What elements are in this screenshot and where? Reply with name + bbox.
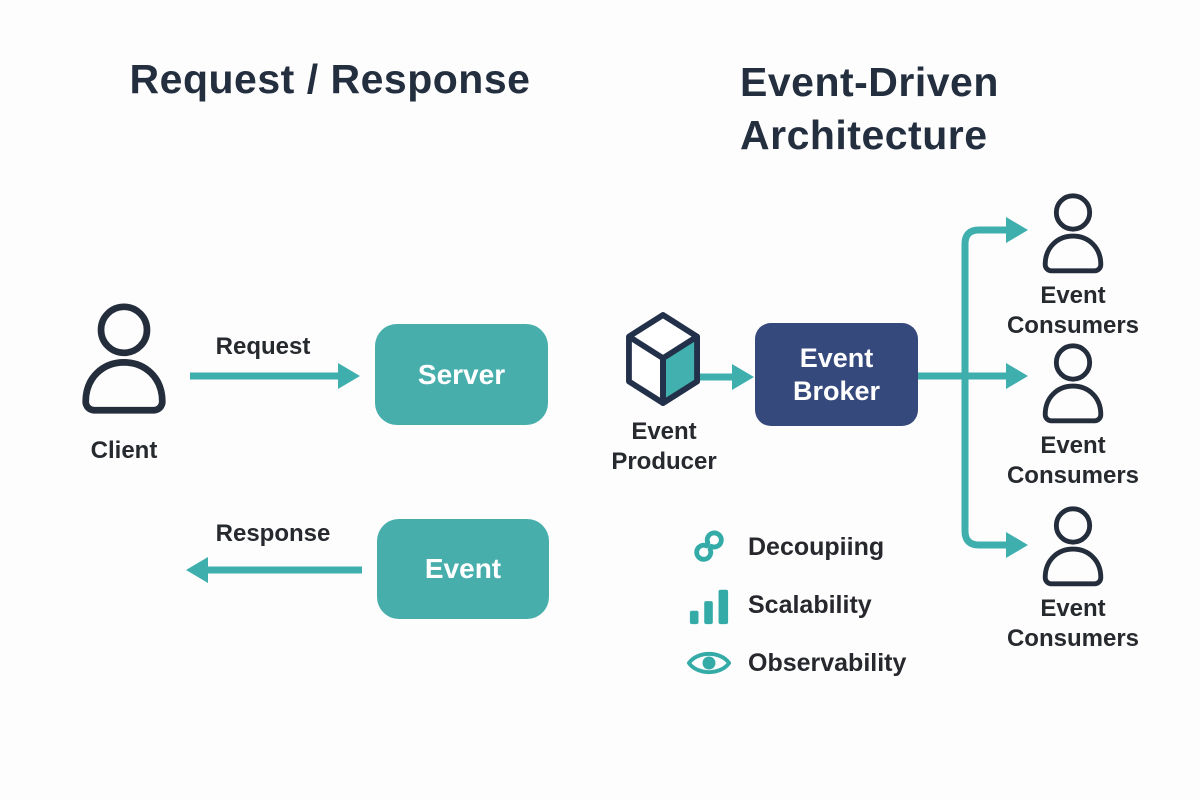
title-request-response: Request / Response <box>129 56 531 102</box>
feature-scalability: Scalability <box>686 582 906 628</box>
client-person-icon <box>76 303 172 416</box>
person-icon <box>1038 506 1108 588</box>
feature-observability: Observability <box>686 640 906 686</box>
event-producer-label-line1: Event <box>631 418 697 445</box>
event-consumer-top: Event Consumers <box>973 193 1173 341</box>
title-event-driven: Event-Driven Architecture <box>740 56 999 162</box>
consumer-label-line2: Consumers <box>1006 625 1140 652</box>
event-broker-label-line2: Broker <box>792 375 881 406</box>
bar-chart-icon <box>686 585 732 625</box>
server-box: Server <box>375 324 548 425</box>
event-consumer-label: Event Consumers <box>1007 594 1139 654</box>
eye-icon <box>686 645 732 681</box>
title-event-driven-line1: Event-Driven <box>740 59 999 105</box>
person-icon <box>1038 343 1108 425</box>
event-consumer-label: Event Consumers <box>1007 281 1139 341</box>
feature-decoupling: Decoupiing <box>686 524 906 570</box>
event-box: Event <box>377 519 549 619</box>
response-arrowhead <box>186 557 208 583</box>
feature-label: Decoupiing <box>748 532 885 561</box>
event-consumer-bottom: Event Consumers <box>973 506 1173 654</box>
request-arrow-label: Request <box>215 333 311 360</box>
event-broker-label-line1: Event <box>799 342 874 373</box>
event-producer-label-line2: Producer <box>611 448 717 475</box>
feature-label: Observability <box>748 648 907 677</box>
consumer-label-line1: Event <box>1040 595 1106 622</box>
chain-link-icon <box>686 525 732 569</box>
consumer-label-line1: Event <box>1040 282 1106 309</box>
title-event-driven-line2: Architecture <box>740 112 988 158</box>
event-producer-label: Event Producer <box>584 417 744 477</box>
features-list: Decoupiing Scalability Observability <box>686 524 906 698</box>
producer-arrowhead <box>732 364 754 390</box>
event-box-label: Event <box>424 553 502 584</box>
feature-label: Scalability <box>748 590 872 619</box>
cube-icon <box>621 310 705 408</box>
event-consumer-label: Event Consumers <box>1007 431 1139 491</box>
client-label: Client <box>90 437 158 464</box>
consumer-label-line2: Consumers <box>1006 312 1140 339</box>
event-broker-box: Event Broker <box>755 323 918 426</box>
consumer-label-line2: Consumers <box>1006 462 1140 489</box>
response-arrow-label: Response <box>215 520 331 547</box>
server-box-label: Server <box>417 358 506 390</box>
request-arrowhead <box>338 363 360 389</box>
person-icon <box>1038 193 1108 275</box>
consumer-label-line1: Event <box>1040 432 1106 459</box>
event-consumer-middle: Event Consumers <box>973 343 1173 491</box>
